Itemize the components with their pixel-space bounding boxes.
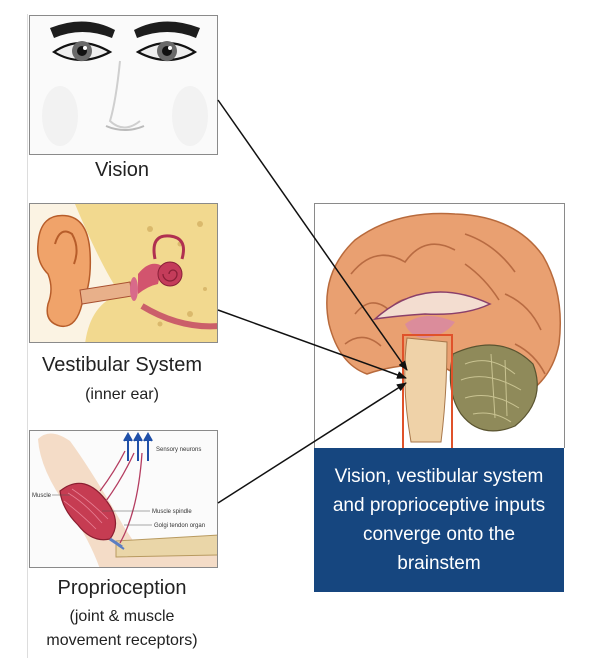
caption-line-4: brainstem [397, 553, 481, 574]
sensory-neuron-arrows-icon [123, 431, 153, 461]
proprioception-sublabel-line2: movement receptors) [46, 632, 198, 649]
brainstem-icon [404, 337, 448, 443]
muscle-receptors-image: Sensory neurons Muscle Muscle spindle Go… [29, 430, 218, 568]
proprioception-sublabel-line1: (joint & muscle [69, 608, 175, 625]
proprioception-label: Proprioception [57, 577, 187, 599]
brain-image [314, 203, 565, 448]
golgi-tendon-annotation: Golgi tendon organ [154, 523, 205, 529]
caption-line-2: and proprioceptive inputs [332, 495, 546, 516]
thalamus-icon [405, 315, 455, 338]
muscle-annotation: Muscle [32, 493, 52, 499]
left-margin-rule [27, 14, 28, 658]
golgi-tendon-icon [117, 544, 125, 550]
inner-ear-image [29, 203, 218, 343]
arm-outline-icon [38, 433, 217, 567]
cerebellum-icon [449, 344, 538, 432]
outer-ear-icon [36, 214, 92, 328]
cochlea-icon [157, 261, 183, 287]
semicircular-canal-icon [152, 234, 185, 260]
vision-image [29, 15, 218, 155]
muscle-spindle-annotation: Muscle spindle [152, 509, 192, 515]
vision-label: Vision [94, 159, 150, 181]
caption-line-3: converge onto the [362, 524, 516, 545]
nose-icon [108, 60, 141, 129]
vestibular-label: Vestibular System [41, 354, 203, 376]
forearm-bone-icon [115, 534, 217, 558]
left-eyebrow-icon [50, 21, 115, 38]
caption-line-1: Vision, vestibular system [334, 466, 544, 487]
sensory-neurons-annotation: Sensory neurons [156, 447, 201, 453]
brainstem-caption-box: Vision, vestibular system and propriocep… [314, 448, 564, 592]
vestibular-sublabel: (inner ear) [85, 386, 159, 403]
right-eyebrow-icon [134, 21, 200, 38]
middle-ear-icon [138, 263, 162, 294]
